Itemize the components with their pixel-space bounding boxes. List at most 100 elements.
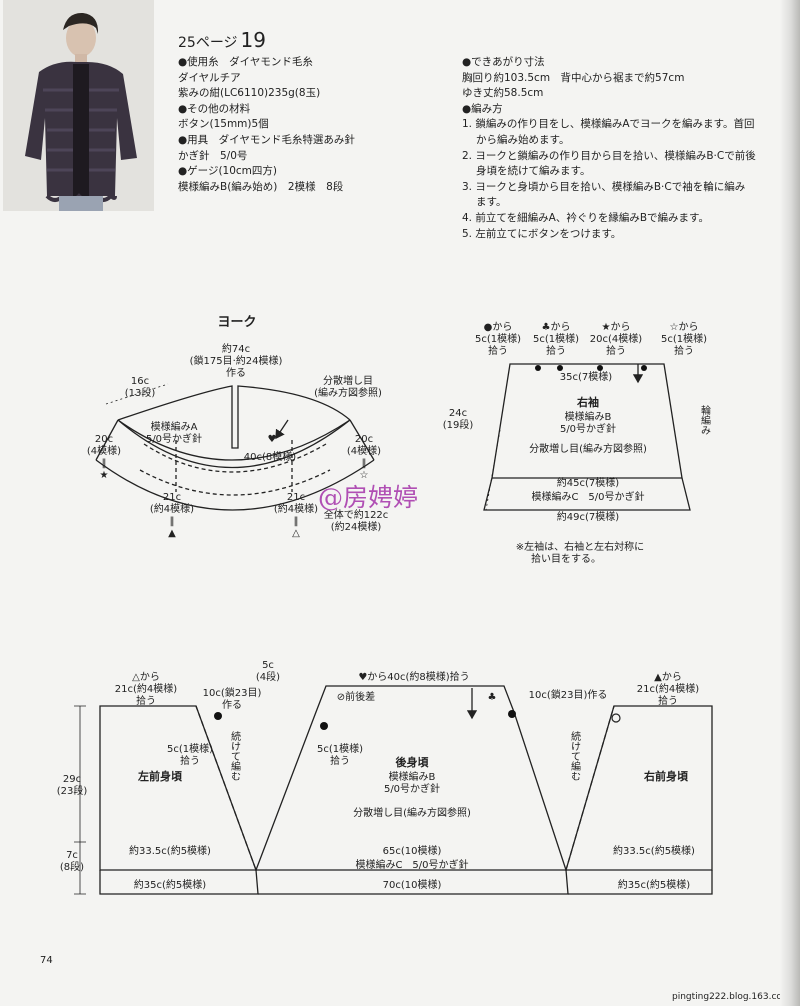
sleeve-label: ☆から (670, 321, 699, 333)
body-label: 模様編みC 5/0号かぎ針 (355, 858, 468, 871)
yoke-label: 20c (95, 434, 113, 445)
right-front-title: 右前身頃 (643, 769, 689, 783)
materials-line: かぎ針 5/0号 (178, 149, 248, 162)
step-line: 5. 左前立てにボタンをつけます。 (462, 227, 622, 240)
body-label: 約33.5c(約5模様) (613, 844, 695, 857)
materials-line: ●ゲージ(10cm四方) (178, 165, 278, 178)
blog-url: pingting222.blog.163.com (672, 992, 791, 1002)
sleeve-label: 約45c(7模様) (557, 476, 619, 489)
yoke-label: ★ (100, 470, 109, 481)
body-label: ♥から40c(約8模様)拾う (358, 670, 469, 683)
materials-line: ●その他の材料 (178, 102, 251, 115)
body-label: △から (132, 671, 160, 683)
body-label: ♣ (488, 692, 497, 703)
body-label: 分散増し目(編み方図参照) (353, 806, 471, 819)
yoke-label: (4模様) (347, 444, 381, 457)
materials-line: ダイヤルチア (178, 71, 241, 84)
yoke-label: 模様編みA (151, 420, 198, 433)
yoke-label: 約74c (222, 342, 250, 355)
sleeve-label: 模様編みC 5/0号かぎ針 (531, 490, 644, 503)
sleeve-label: 20c(4模様) (590, 332, 642, 345)
sleeve-label: 模様編みB (565, 410, 612, 423)
materials-line: 模様編みB(編み始め) 2模様 8段 (178, 180, 344, 193)
sleeve-label: 拾う (488, 344, 508, 357)
sleeve-label: 5/0号かぎ針 (560, 422, 616, 435)
back-title: 後身頃 (396, 755, 430, 769)
body-label: 65c(10模様) (383, 844, 442, 857)
body-label: 10c(鎖23目) (203, 686, 262, 699)
sleeve-label: 拾う (674, 344, 694, 357)
model-photo (3, 0, 154, 211)
body-label: (4段) (256, 670, 280, 683)
yoke-label: (鎖175目·約24模様) (190, 354, 283, 367)
yoke-label: 全体で約122c (324, 508, 389, 521)
body-label: 約33.5c(約5模様) (129, 844, 211, 857)
sleeve-note: 拾い目をする。 (531, 552, 601, 565)
finish-line: ●編み方 (462, 102, 503, 115)
yoke-top-edge (117, 385, 351, 449)
step-line: 2. ヨークと鎖編みの作り目から目を拾い、模様編みB·Cで前後 (462, 149, 756, 162)
yoke-label: 5/0号かぎ針 (146, 432, 202, 445)
pattern-number: 19 (240, 28, 266, 52)
body-label: 模様編みB (389, 770, 436, 783)
body-label: 続けて編む (229, 730, 241, 781)
step-line: 3. ヨークと身頃から目を拾い、模様編みB·Cで袖を輪に編み (462, 180, 746, 193)
sleeve-label: 24c (449, 408, 467, 419)
yoke-label: 20c (355, 434, 373, 445)
body-label: 約35c(約5模様) (618, 878, 690, 891)
page-number: 74 (40, 955, 53, 966)
yoke-label: ‖ (362, 458, 367, 469)
body-label: 拾う (136, 694, 156, 707)
body-label: 続けて編む (569, 730, 581, 781)
yoke-label: (13段) (125, 386, 156, 399)
yoke-label: △ (292, 528, 300, 539)
body-label: 29c (63, 774, 81, 785)
sleeve-label: 5c(1模様) (661, 332, 707, 345)
instructions: ●できあがり寸法 胸回り約103.5cm 背中心から裾まで約57cm ゆき丈約5… (462, 55, 756, 242)
materials-list: ●使用糸 ダイヤモンド毛糸 ダイヤルチア 紫みの紺(LC6110)235g(8玉… (178, 55, 355, 195)
yoke-label: 40c(8模様) (244, 450, 296, 463)
body-label: 21c(約4模様) (115, 682, 177, 695)
page-label: 25ページ (178, 35, 238, 51)
yoke-label: (約24模様) (331, 520, 382, 533)
left-front-title: 左前身頃 (137, 769, 183, 783)
yoke-label: ‖ (294, 516, 299, 527)
yoke-label: ☆ (360, 470, 369, 481)
yoke-label: ‖ (170, 516, 175, 527)
yoke-label: 作る (226, 367, 246, 379)
watermark: @房娉婷 (318, 483, 419, 512)
body-label: 70c(10模様) (383, 878, 442, 891)
sleeve-label: 約49c(7模様) (557, 510, 619, 523)
yoke-label: (約4模様) (150, 502, 194, 515)
materials-line: ●使用糸 ダイヤモンド毛糸 (178, 56, 313, 68)
body-label: 5c (262, 660, 274, 671)
materials-line: ボタン(15mm)5個 (178, 118, 269, 131)
sleeve-label: 拾う (546, 344, 566, 357)
step-line: 4. 前立てを細編みA、衿ぐりを縁編みBで編みます。 (462, 211, 709, 224)
yoke-label: ♥ (268, 434, 277, 445)
body-label: 21c(約4模様) (637, 682, 699, 695)
sleeve-label: ★から (602, 321, 631, 333)
sleeve-note: ※左袖は、右袖と左右対称に (516, 540, 644, 553)
body-label: ▲から (654, 671, 682, 683)
finish-line: ゆき丈約58.5cm (462, 87, 544, 100)
body-label: ⊘前後差 (337, 690, 375, 703)
yoke-label: (4模様) (87, 444, 121, 457)
finish-line: ●できあがり寸法 (462, 56, 545, 68)
body-label: 7c (66, 850, 78, 861)
body-label: 5c(1模様) (167, 742, 213, 755)
materials-line: ●用具 ダイヤモンド毛糸特選あみ針 (178, 133, 355, 146)
sleeve-label: ♣から (542, 321, 571, 333)
sleeve-title: 右袖 (576, 395, 599, 409)
body-label: 5c(1模様) (317, 742, 363, 755)
sleeve-label: 輪編み (699, 404, 711, 435)
sleeve-label: ●から (484, 321, 513, 333)
step-line: ます。 (476, 196, 507, 209)
yoke-label: ‖ (102, 458, 107, 469)
yoke-title: ヨーク (217, 315, 256, 330)
sleeve-label: 拾う (606, 344, 626, 357)
step-line: から編み始めます。 (476, 133, 570, 146)
sleeve-label: 5c(1模様) (475, 332, 521, 345)
